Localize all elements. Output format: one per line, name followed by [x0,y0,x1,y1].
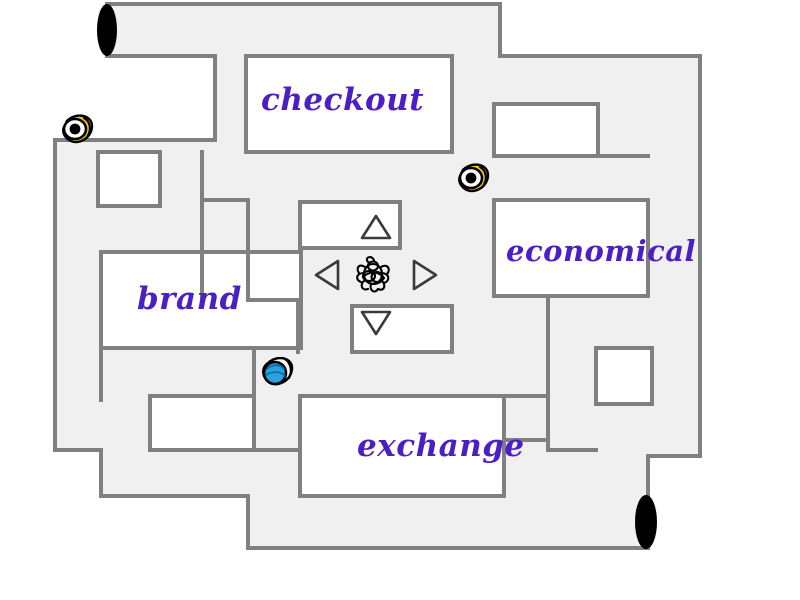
move-right-button[interactable] [410,258,440,292]
room-label-checkout: checkout [261,82,425,118]
room-label-exchange: exchange [357,428,525,464]
spider-leg-5 [379,264,390,276]
spider-leg-1 [356,264,367,275]
triangle-down-icon [360,310,392,336]
maze-tunnels [97,4,657,549]
orb-swirl-tail [281,356,292,380]
move-left-button[interactable] [312,258,342,292]
player-spider-sprite[interactable] [350,253,396,299]
room-down-panel [350,304,454,354]
room-label-brand: brand [137,281,242,317]
room-exchange [298,394,506,498]
item-blue-orb[interactable] [256,350,300,394]
wall-spur-mid-left [200,198,300,302]
spider-leg-2 [356,271,366,284]
eye-pupil [69,123,81,135]
triangle-right-icon [412,259,438,291]
maze-wall-spurs [99,150,650,452]
room-economical [492,198,650,298]
eye-pupil [465,172,477,184]
room-label-economical: economical [506,234,697,268]
spider-scribble [361,271,386,285]
tunnel-entrance-top-left [97,4,117,56]
spider-leg-6 [380,271,390,285]
room-small-ul [96,150,162,208]
room-small-bl [148,394,256,452]
tunnel-exit-bottom-right [635,495,657,549]
spider-leg-3 [360,278,370,291]
room-checkout [244,54,454,154]
triangle-left-icon [314,259,340,291]
room-small-tr [492,102,600,158]
wall-spur-right-br [546,394,598,452]
orb-highlight [266,364,285,370]
eye-swirl-tail [478,165,487,188]
room-small-br [594,346,654,406]
item-yellow-eye-2[interactable] [452,157,496,201]
maze-rooms [96,54,654,498]
move-up-button[interactable] [359,212,393,242]
orb-highlight-2 [265,371,286,377]
eye-swirl-tail [82,116,91,139]
spider-leg-8 [365,256,376,264]
spider-leg-4 [369,282,380,293]
room-up-panel [298,200,402,250]
item-yellow-eye-1[interactable] [56,108,100,152]
triangle-up-icon [360,214,392,240]
spider-head [366,260,380,272]
move-down-button[interactable] [359,308,393,338]
